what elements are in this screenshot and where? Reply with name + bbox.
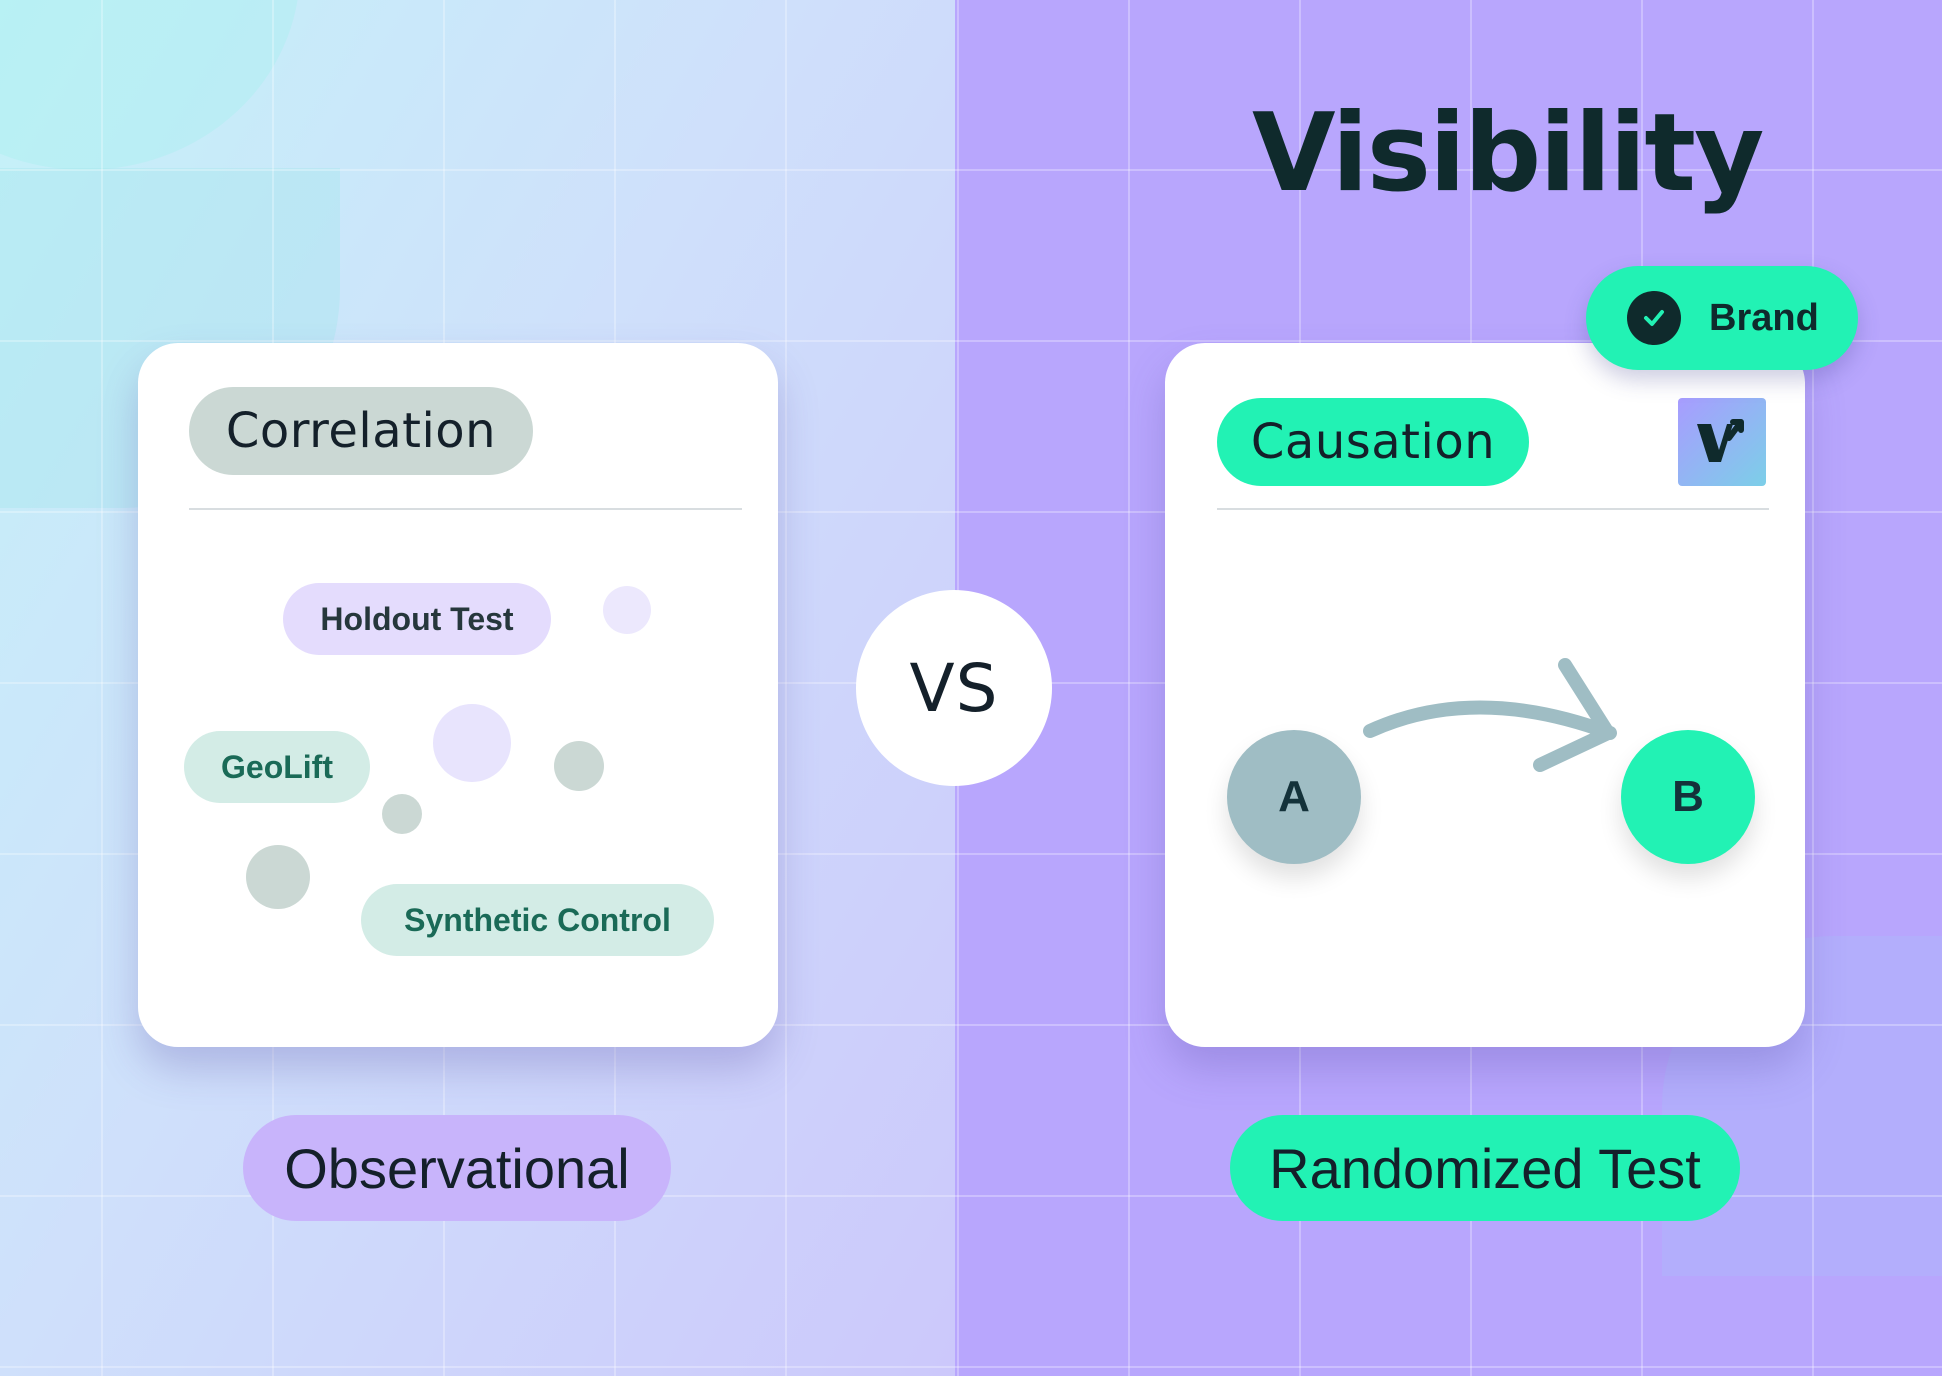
causation-card: Causation A B <box>1165 343 1805 1047</box>
observational-panel <box>0 0 955 1376</box>
vs-circle: VS <box>856 590 1052 786</box>
holdout-test-tag: Holdout Test <box>283 583 551 655</box>
scatter-dot <box>246 845 310 909</box>
card-divider <box>189 508 742 510</box>
brand-badge: Brand <box>1586 266 1858 370</box>
correlation-card: Correlation Holdout Test GeoLift Synthet… <box>138 343 778 1047</box>
scatter-dot <box>554 741 604 791</box>
brand-label: Brand <box>1709 296 1819 339</box>
visibility-v-logo-icon <box>1678 398 1766 486</box>
correlation-pill: Correlation <box>189 387 533 475</box>
check-circle-icon <box>1627 291 1681 345</box>
node-b: B <box>1621 730 1755 864</box>
causation-pill: Causation <box>1217 398 1529 486</box>
geolift-tag: GeoLift <box>184 731 370 803</box>
randomized-test-label: Randomized Test <box>1230 1115 1740 1221</box>
observational-label: Observational <box>243 1115 671 1221</box>
scatter-dot <box>603 586 651 634</box>
scatter-dot <box>433 704 511 782</box>
logo-text: Visibility <box>1252 91 1764 216</box>
visibility-logo: Visibility <box>1252 100 1764 208</box>
synthetic-control-tag: Synthetic Control <box>361 884 714 956</box>
card-divider <box>1217 508 1769 510</box>
node-a: A <box>1227 730 1361 864</box>
causation-arrow <box>1363 658 1617 772</box>
scatter-dot <box>382 794 422 834</box>
